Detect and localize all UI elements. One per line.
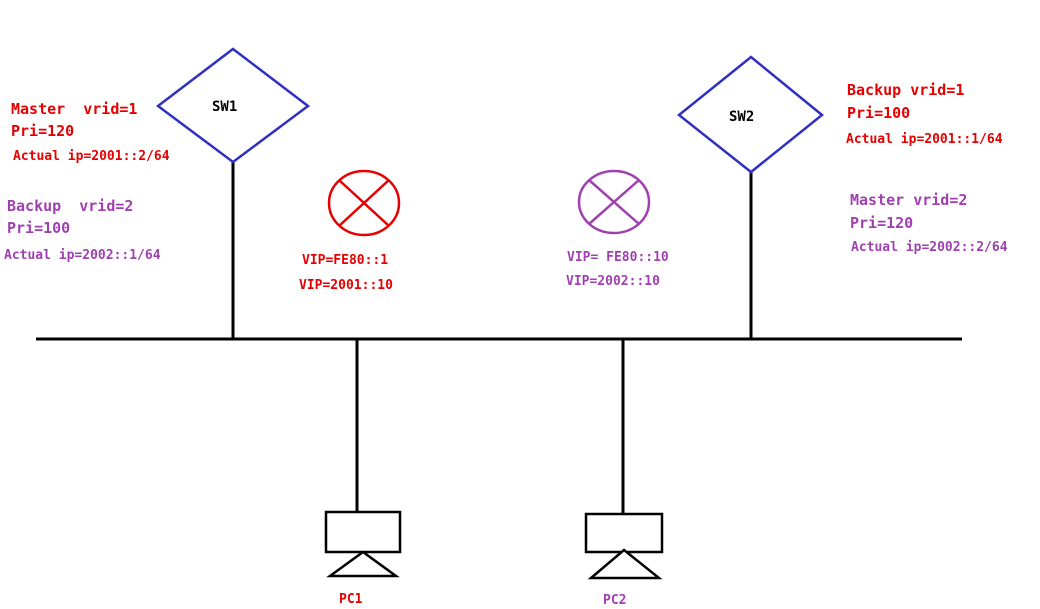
diamond-switch-icon <box>155 47 311 164</box>
sw1-node[interactable]: SW1 <box>155 47 311 164</box>
sw2-vrid1-role: Backup vrid=1 <box>847 81 964 99</box>
sw2-vrid2-priority: Pri=120 <box>850 214 913 232</box>
virtual-router-2[interactable]: VIP= FE80::10 VIP=2002::10 <box>566 169 669 289</box>
pc2-node[interactable]: PC2 <box>584 512 664 608</box>
sw2-vrid2-role: Master vrid=2 <box>850 191 967 209</box>
sw2-vrid2-actual-ip: Actual ip=2002::2/64 <box>851 240 1008 255</box>
virtual-router-1[interactable]: VIP=FE80::1 VIP=2001::10 <box>299 169 401 293</box>
pc-icon <box>324 510 402 578</box>
sw1-vrid1-actual-ip: Actual ip=2001::2/64 <box>13 149 170 164</box>
vr1-vip-linklocal: VIP=FE80::1 <box>302 253 388 268</box>
virtual-router-icon <box>577 169 651 235</box>
sw1-vrid2-actual-ip: Actual ip=2002::1/64 <box>4 248 161 263</box>
sw1-label: SW1 <box>212 99 237 115</box>
sw2-vrid1-actual-ip: Actual ip=2001::1/64 <box>846 132 1003 147</box>
virtual-router-icon <box>327 169 401 237</box>
vr1-vip-global: VIP=2001::10 <box>299 278 393 293</box>
pc2-label: PC2 <box>603 593 626 608</box>
vr2-vip-linklocal: VIP= FE80::10 <box>567 250 669 265</box>
pc1-label: PC1 <box>339 592 363 607</box>
sw2-node[interactable]: SW2 <box>676 55 824 174</box>
sw2-vrid1-priority: Pri=100 <box>847 104 910 122</box>
sw1-vrid1-priority: Pri=120 <box>11 122 74 140</box>
pc1-node[interactable]: PC1 <box>324 510 402 607</box>
sw1-vrid2-role: Backup vrid=2 <box>7 197 133 215</box>
sw2-label: SW2 <box>729 109 754 125</box>
sw1-vrid1-role: Master vrid=1 <box>11 100 137 118</box>
diamond-switch-icon <box>676 55 824 174</box>
pc-icon <box>584 512 664 580</box>
vr2-vip-global: VIP=2002::10 <box>566 274 660 289</box>
sw1-vrid2-priority: Pri=100 <box>7 219 70 237</box>
